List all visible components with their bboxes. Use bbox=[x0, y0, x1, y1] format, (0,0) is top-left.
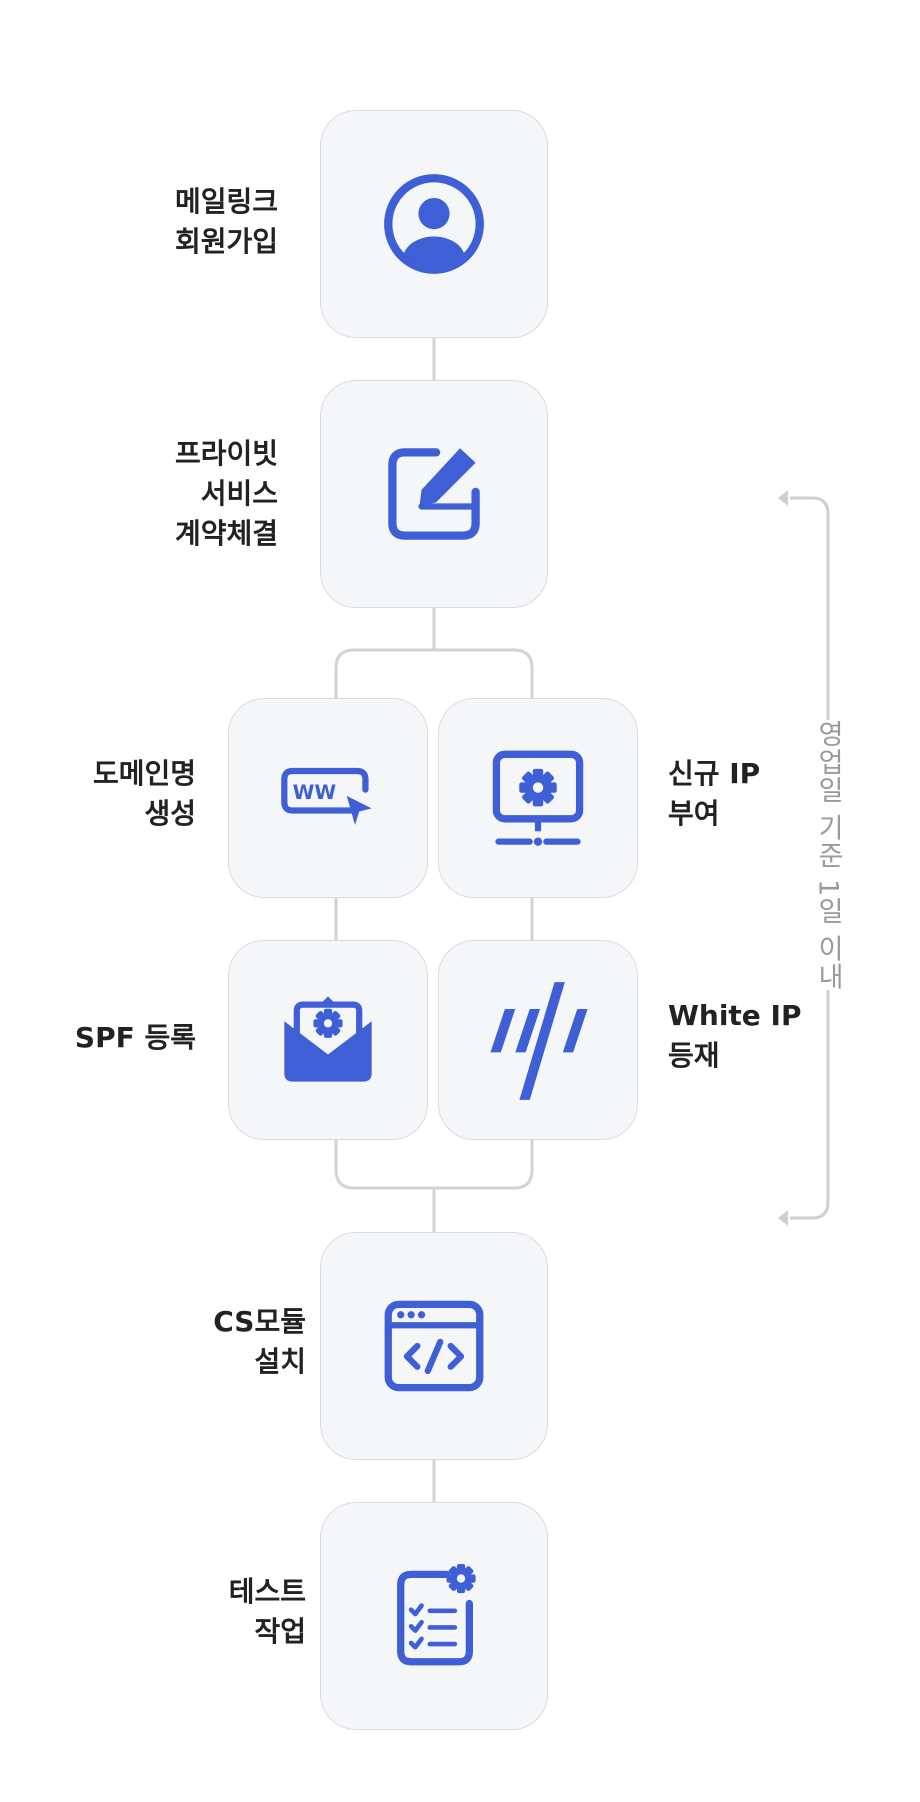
step-box-spf bbox=[228, 940, 428, 1140]
svg-text:WW: WW bbox=[293, 781, 337, 804]
step-label-test: 테스트 작업 bbox=[228, 1575, 306, 1648]
step-box-new-ip bbox=[438, 698, 638, 898]
timeframe-label: 영업일 기준 1일 이내 bbox=[812, 719, 844, 991]
step-label-domain: 도메인명 생성 bbox=[92, 757, 196, 830]
user-circle-icon bbox=[384, 174, 484, 274]
step-box-domain: WW bbox=[228, 698, 428, 898]
step-box-white-ip bbox=[438, 940, 638, 1140]
step-box-test bbox=[320, 1502, 548, 1730]
timeframe-bracket bbox=[790, 496, 830, 1220]
step-box-signup bbox=[320, 110, 548, 338]
step-label-cs-module: CS모듈 설치 bbox=[213, 1305, 306, 1378]
www-cursor-icon: WW bbox=[281, 767, 372, 826]
step-box-contract bbox=[320, 380, 548, 608]
checklist-gear-icon bbox=[397, 1564, 476, 1666]
step-label-signup: 메일링크 회원가입 bbox=[174, 185, 278, 258]
step-box-cs-module bbox=[320, 1232, 548, 1460]
step-label-spf: SPF 등록 bbox=[74, 1021, 196, 1054]
slash-stripes-icon bbox=[490, 982, 588, 1100]
browser-code-icon bbox=[384, 1300, 484, 1392]
step-label-new-ip: 신규 IP 부여 bbox=[668, 757, 761, 830]
step-label-white-ip: White IP 등재 bbox=[668, 999, 802, 1072]
edit-square-icon bbox=[388, 448, 480, 540]
monitor-gear-icon bbox=[492, 750, 584, 846]
envelope-gear-icon bbox=[284, 996, 372, 1082]
step-label-contract: 프라이빗 서비스 계약체결 bbox=[174, 437, 278, 550]
